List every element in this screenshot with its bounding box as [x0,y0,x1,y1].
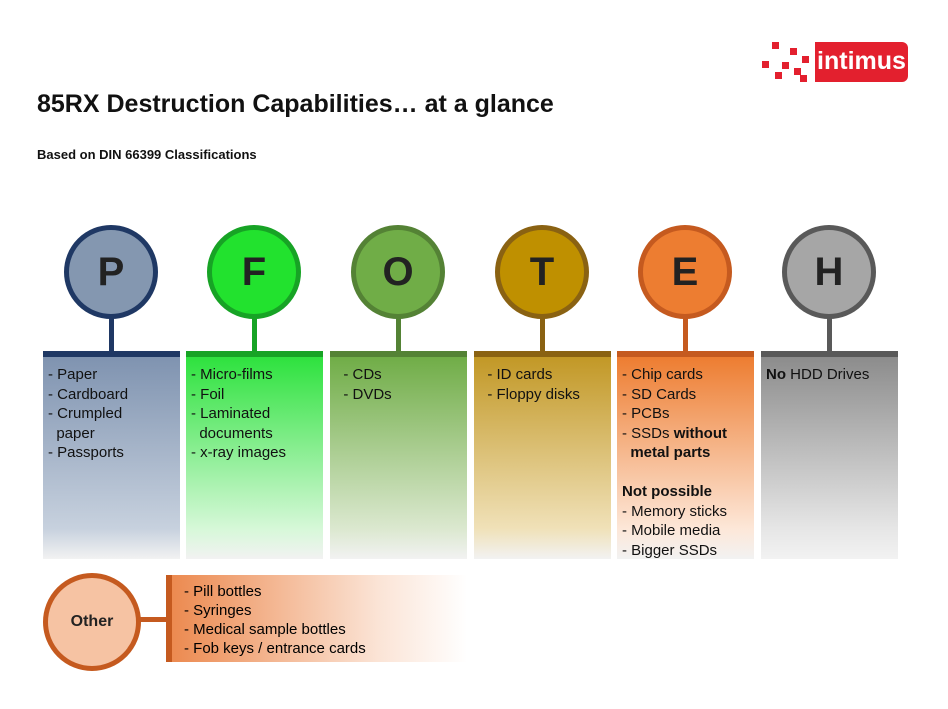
class-o-circle: O [351,225,445,319]
list-item: - DVDs [335,385,392,403]
list-item: - CDs [335,366,382,383]
list-item: - Foil [191,385,225,403]
list-item: - x-ray images [191,444,287,461]
list-item: - SD Cards [622,385,697,403]
list-item: documents [191,424,273,442]
list-item: - Micro-films [191,366,273,383]
subtitle: Based on DIN 66399 Classifications [37,147,257,162]
class-h-box: No HDD Drives [761,357,898,559]
class-t-circle: T [495,225,589,319]
list-item [622,463,749,483]
divider [330,351,467,357]
list-item: metal parts [622,444,711,461]
divider [474,351,611,357]
divider [761,351,898,357]
list-item: - Chip cards [622,366,703,383]
intimus-logo: intimus [815,42,908,82]
class-t-box: - ID cards - Floppy disks [474,357,611,559]
list-item: - Passports [48,444,124,461]
class-f-box: - Micro-films - Foil - Laminated documents… [186,357,323,559]
other-box: - Pill bottles - Syringes - Medical samp… [166,575,467,662]
list-item: Not possible [622,483,713,500]
list-item: - Laminated [191,405,271,422]
list-item: - Bigger SSDs [622,541,718,559]
list-item: paper [48,424,95,442]
divider [43,351,180,357]
list-item: No HDD Drives [766,366,870,383]
list-item: - SSDs without [622,424,728,442]
class-e-circle: E [638,225,732,319]
list-item: - Cardboard [48,385,129,403]
list-item: - Mobile media [622,522,721,539]
class-e-box: - Chip cards - SD Cards - PCBs - SSDs witho… [617,357,754,559]
class-h-circle: H [782,225,876,319]
class-f-circle: F [207,225,301,319]
page-title: 85RX Destruction Capabilities… at a glan… [37,90,554,118]
other-circle: Other [43,573,141,671]
class-p-circle: P [64,225,158,319]
class-p-box: - Paper - Cardboard - Crumpled paper - Pass… [43,357,180,559]
list-item: - ID cards [479,366,553,383]
other-item: - Syringes [184,602,252,619]
other-item: - Medical sample bottles [184,621,346,638]
list-item: - Memory sticks [622,502,727,520]
other-item: - Pill bottles [184,583,262,600]
other-item: - Fob keys / entrance cards [184,640,366,657]
list-item: - Paper [48,366,98,383]
list-item: - Crumpled [48,405,123,422]
class-o-box: - CDs - DVDs [330,357,467,559]
list-item: - PCBs [622,405,670,422]
divider [186,351,323,357]
list-item: - Floppy disks [479,385,580,403]
divider [617,351,754,357]
